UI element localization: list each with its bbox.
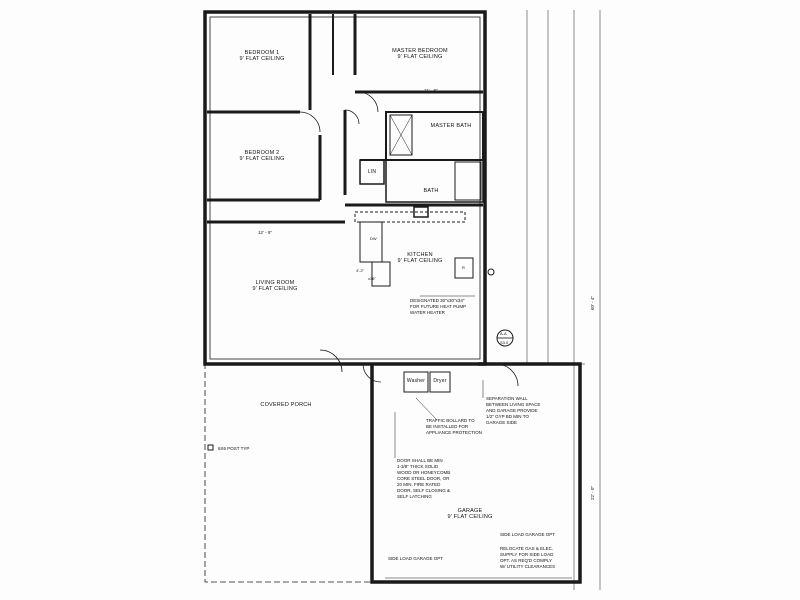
island-size2-label: x36" — [368, 276, 376, 281]
bath-label: BATH — [423, 188, 439, 194]
overall-depth-dimension: 60' - 4" — [590, 296, 595, 310]
side-load-bottom-note: SIDE LOAD GARAGE OPT — [388, 556, 444, 561]
dishwasher-label: DW — [370, 236, 377, 241]
section-marker-bottom: S3.0 — [500, 340, 509, 345]
relocate-note: RELOCATE GAS & ELEC.SUPPLY FOR SIDE LOAD… — [500, 546, 556, 569]
covered-porch-label: COVERED PORCH — [260, 402, 312, 408]
water-heater-note: DESIGNATED 30"x30"x34"FOR FUTURE HEAT PU… — [410, 298, 467, 315]
island-size-label: 4'-2" — [356, 268, 364, 273]
lin-label: LIN — [367, 169, 377, 175]
post-note: 6X6 POST TYP — [218, 446, 250, 451]
range-label: R — [462, 265, 465, 270]
dryer-label: Dryer — [433, 378, 447, 384]
living-width-dimension: 12' - 9" — [258, 230, 272, 235]
master-width-dimension: 11' - 8" — [424, 88, 438, 93]
garage-depth-dimension: 22' - 0" — [590, 486, 595, 500]
section-marker-top: A-A — [500, 331, 507, 336]
master-bath-label: MASTER BATH — [430, 123, 472, 129]
side-load-right-note: SIDE LOAD GARAGE OPT — [500, 532, 556, 537]
washer-label: Washer — [406, 378, 426, 384]
